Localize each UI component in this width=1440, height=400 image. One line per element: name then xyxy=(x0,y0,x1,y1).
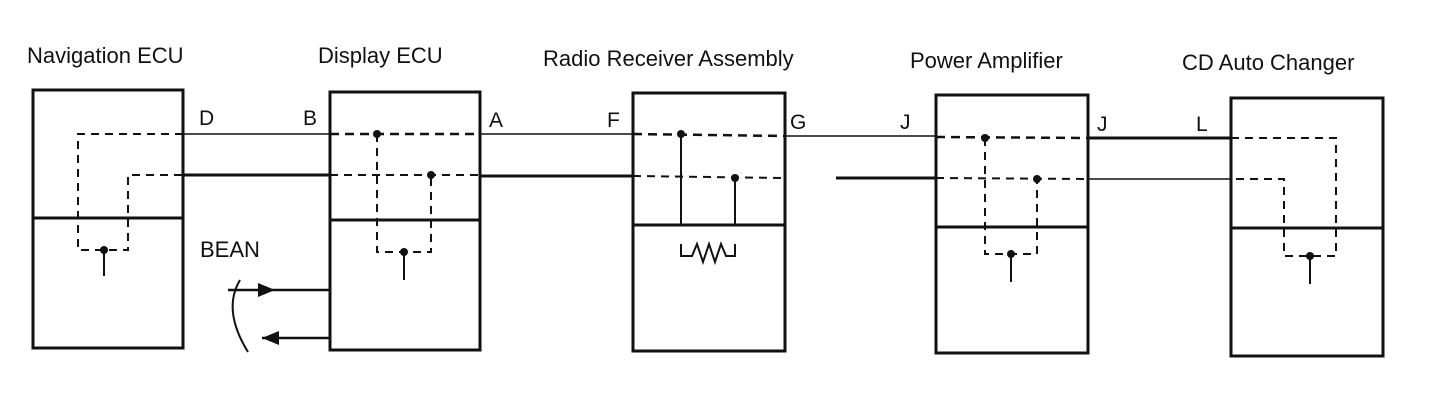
resistor-icon xyxy=(680,240,736,266)
connector-label-j-in: J xyxy=(900,111,911,134)
display-ecu-box xyxy=(328,90,482,352)
navigation-ecu-box xyxy=(31,88,185,350)
connector-label-f: F xyxy=(607,109,620,132)
power-amplifier-box xyxy=(934,93,1090,355)
nav-ecu-title: Navigation ECU xyxy=(27,43,184,68)
bean-label: BEAN xyxy=(200,237,260,262)
cd-changer-box xyxy=(1229,96,1385,358)
radio-receiver-title: Radio Receiver Assembly xyxy=(543,46,794,71)
connector-label-d: D xyxy=(199,107,214,130)
connector-label-j-out: J xyxy=(1097,113,1108,136)
display-ecu-title: Display ECU xyxy=(318,43,443,68)
connector-label-b: B xyxy=(303,107,317,130)
connector-label-l: L xyxy=(1196,113,1208,136)
power-amplifier-title: Power Amplifier xyxy=(910,48,1063,73)
arrow-right-icon xyxy=(258,283,275,297)
cd-changer-title: CD Auto Changer xyxy=(1182,50,1354,75)
connector-label-g: G xyxy=(790,111,806,134)
bean-bus-bracket xyxy=(231,279,249,353)
connector-label-a: A xyxy=(489,109,503,132)
radio-receiver-box xyxy=(631,91,787,353)
bean-bus: BEAN xyxy=(200,237,330,353)
arrow-left-icon xyxy=(262,331,279,345)
